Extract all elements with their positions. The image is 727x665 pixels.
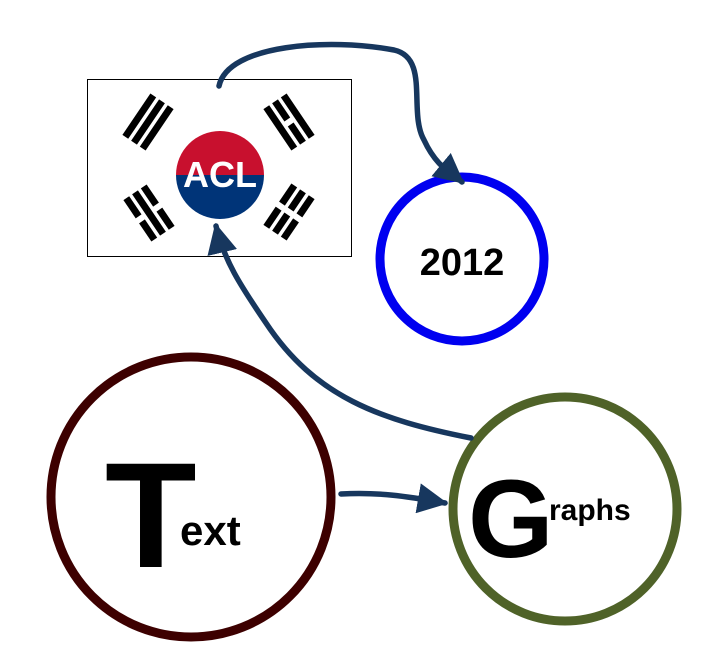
edges xyxy=(207,41,474,514)
text-node-big-letter: T xyxy=(105,431,197,599)
flag-label: ACL xyxy=(183,154,257,195)
edge-acl-to-2012 xyxy=(216,41,465,185)
year-node-label: 2012 xyxy=(420,242,505,284)
text-node-circle xyxy=(46,352,336,642)
graphs-node: G raphs xyxy=(448,392,682,626)
edge-text-to-graphs xyxy=(338,483,448,514)
trigram-top-right-icon xyxy=(263,93,315,151)
taeguk-icon xyxy=(176,131,264,219)
text-node-rest: ext xyxy=(180,507,241,554)
trigram-bottom-right-icon xyxy=(263,183,315,241)
trigram-bottom-left-icon xyxy=(123,184,175,242)
graphs-node-rest: raphs xyxy=(549,494,631,527)
edge-graphs-to-acl xyxy=(207,223,474,441)
graphs-node-circle xyxy=(448,392,682,626)
year-node: 2012 xyxy=(375,172,549,346)
text-node: T ext xyxy=(46,352,336,642)
graphs-node-big-letter: G xyxy=(468,458,554,581)
acl-flag: ACL xyxy=(87,79,352,257)
trigram-top-left-icon xyxy=(122,93,174,151)
